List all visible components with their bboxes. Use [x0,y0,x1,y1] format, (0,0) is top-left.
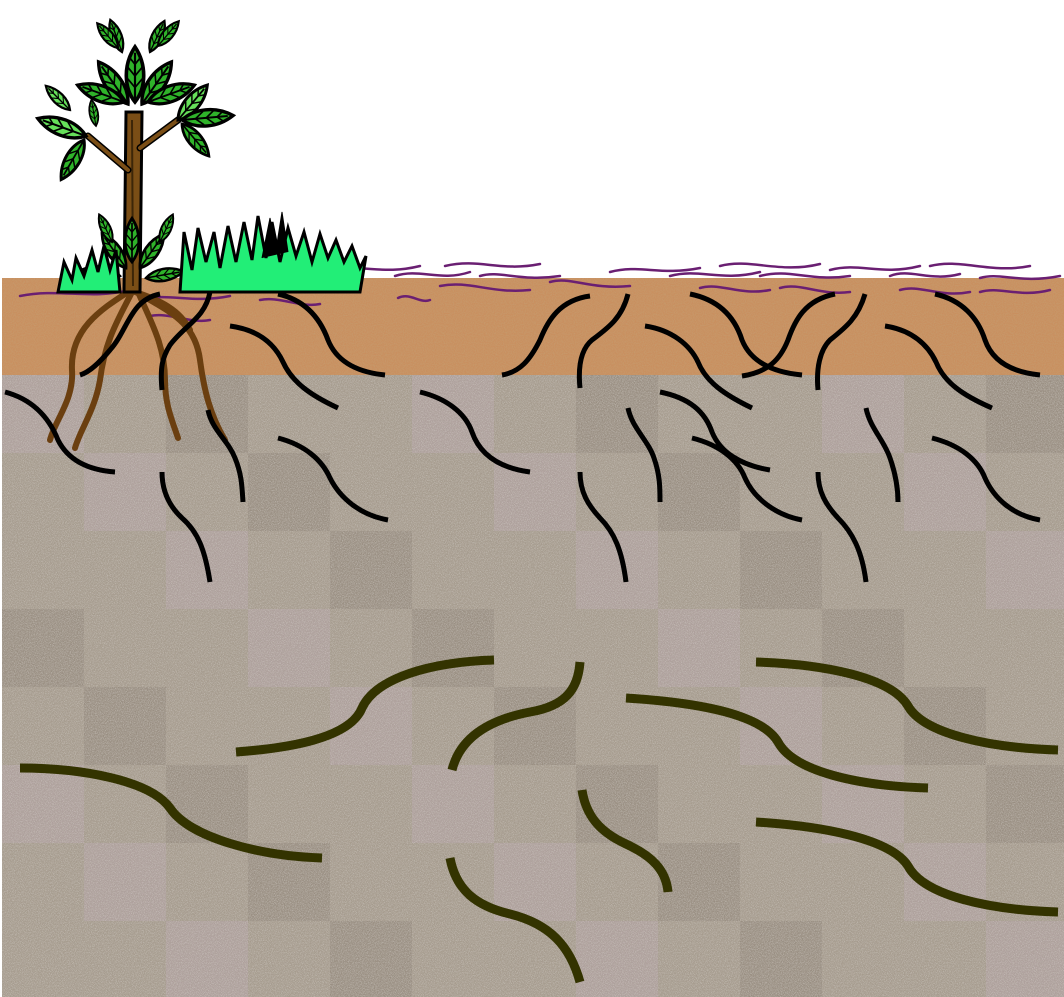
surface-root [445,263,540,266]
surface-root [930,264,1030,269]
surface-root [760,273,850,277]
surface-root [890,273,960,276]
surface-root [610,268,700,272]
surface-root [395,272,470,276]
surface-root [670,272,760,276]
surface-root [480,274,560,277]
surface-root [830,266,920,270]
subsoil-layer [2,375,1064,997]
surface-root [720,264,820,268]
